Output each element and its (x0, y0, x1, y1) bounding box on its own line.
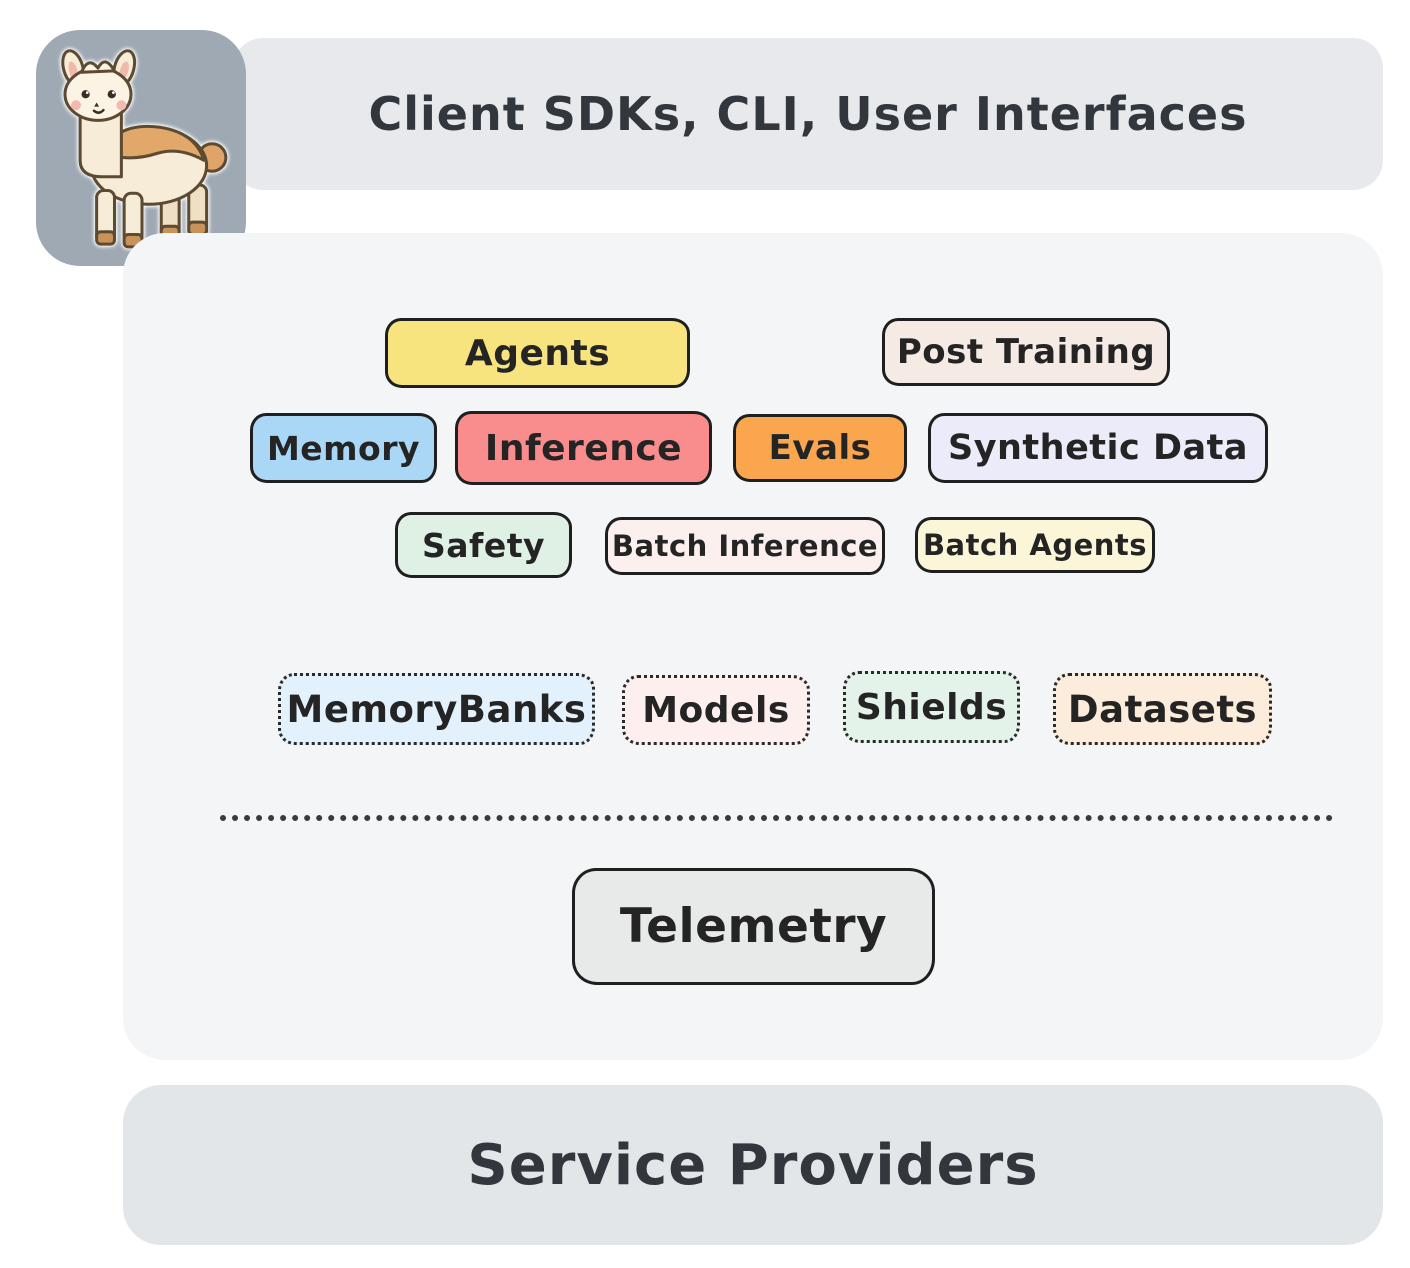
agents-box: Agents (385, 318, 690, 388)
batch-inference-box: Batch Inference (605, 517, 885, 575)
llama-mascot-icon (61, 49, 228, 249)
models-box: Models (622, 675, 810, 745)
memory-box: Memory (250, 413, 437, 483)
telemetry-box: Telemetry (572, 868, 935, 985)
agents-label: Agents (464, 332, 611, 374)
inference-box: Inference (455, 411, 712, 485)
batch-agents-label: Batch Agents (922, 528, 1148, 562)
shields-label: Shields (855, 686, 1008, 728)
synthetic-data-box: Synthetic Data (928, 413, 1268, 483)
resources-telemetry-divider (220, 815, 1333, 821)
memorybanks-label: MemoryBanks (286, 687, 587, 731)
safety-label: Safety (421, 525, 546, 565)
service-providers-bar: Service Providers (123, 1085, 1383, 1245)
safety-box: Safety (395, 512, 572, 578)
client-layer-label: Client SDKs, CLI, User Interfaces (368, 87, 1248, 141)
post-training-label: Post Training (896, 332, 1156, 372)
synthetic-data-label: Synthetic Data (947, 428, 1248, 468)
api-stack-container: Agents Post Training Memory Inference Ev… (123, 233, 1383, 1060)
service-providers-label: Service Providers (467, 1132, 1039, 1198)
evals-box: Evals (733, 414, 907, 482)
evals-label: Evals (768, 428, 872, 468)
batch-inference-label: Batch Inference (611, 529, 879, 563)
llama-logo-badge (36, 30, 246, 266)
memorybanks-box: MemoryBanks (278, 673, 595, 745)
memory-label: Memory (266, 428, 421, 468)
datasets-box: Datasets (1053, 673, 1272, 745)
datasets-label: Datasets (1067, 687, 1258, 731)
shields-box: Shields (843, 671, 1020, 743)
post-training-box: Post Training (882, 318, 1170, 386)
models-label: Models (642, 689, 790, 731)
batch-agents-box: Batch Agents (915, 517, 1155, 573)
client-layer-bar: Client SDKs, CLI, User Interfaces (233, 38, 1383, 190)
inference-label: Inference (484, 427, 683, 469)
telemetry-label: Telemetry (619, 899, 888, 954)
